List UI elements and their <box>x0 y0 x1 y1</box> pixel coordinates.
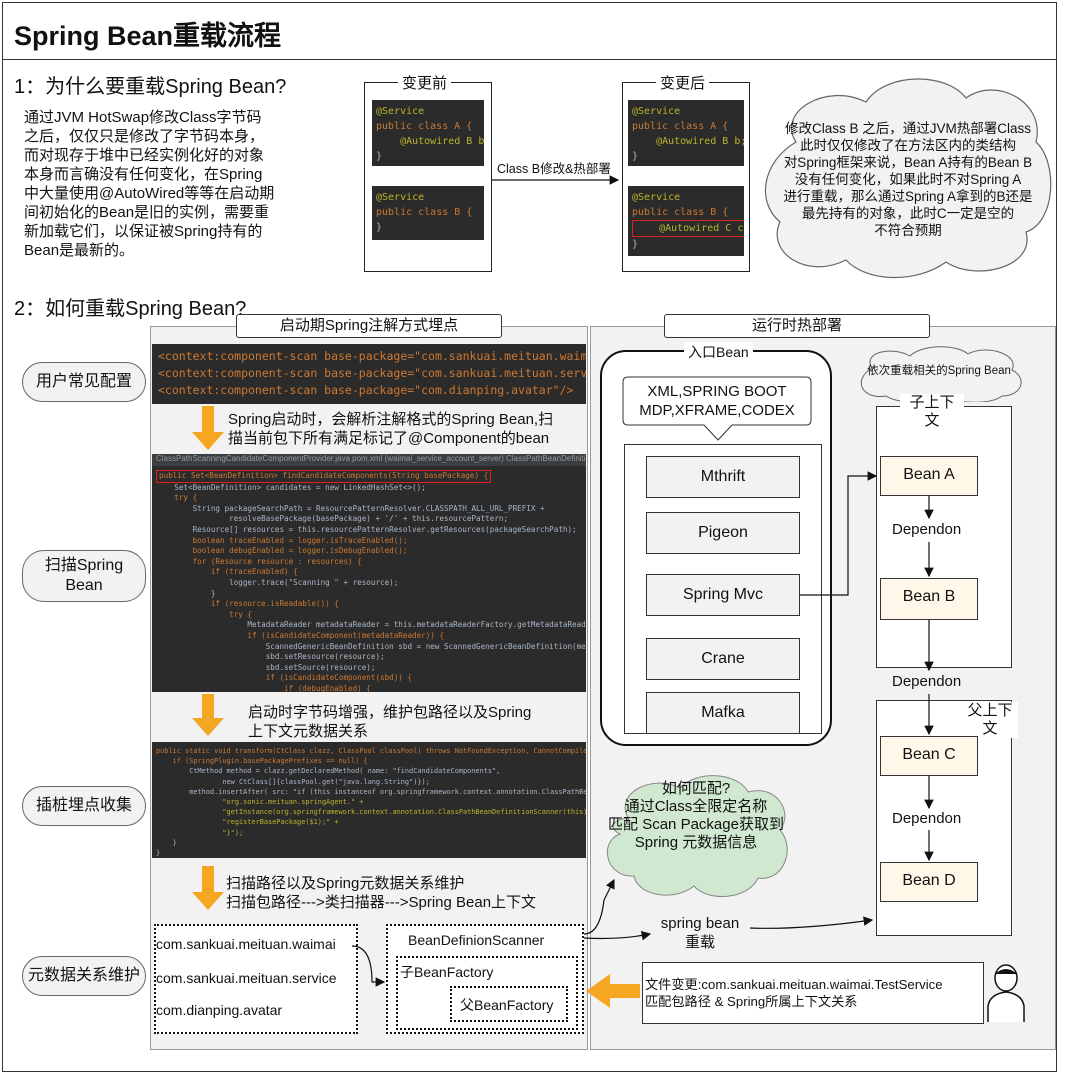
scanner-to-reload-arrow <box>583 930 652 941</box>
down-arrow-icon <box>192 406 224 910</box>
parent-bean-factory-box <box>450 986 568 1022</box>
section1-heading: 1：为什么要重载Spring Bean? <box>14 76 287 98</box>
ide-tab-bar: ClassPathScanningCandidateComponentProvi… <box>152 454 586 466</box>
code-before-class-a: @Service public class A { @Autowired B b… <box>372 100 484 166</box>
label-scan-spring-bean: 扫描Spring Bean <box>22 550 146 602</box>
code-after-class-b: @Service public class B { @Autowired C c… <box>628 186 744 256</box>
startup-panel-title: 启动期Spring注解方式埋点 <box>236 314 502 338</box>
dependon-c-d: Dependon <box>892 810 962 827</box>
explanation-cloud-text: 修改Class B 之后，通过JVM热部署Class 此时仅仅修改了在方法区内的… <box>783 121 1033 238</box>
framework-spring-mvc: Spring Mvc <box>646 574 800 616</box>
page-title: Spring Bean重载流程 <box>14 21 282 51</box>
component-scan-config: <context:component-scan base-package="co… <box>152 344 586 404</box>
runtime-panel-title: 运行时热部署 <box>664 314 930 338</box>
step2-text: 启动时字节码增强，维护包路径以及Spring 上下文元数据关系 <box>248 704 532 740</box>
match-cloud-shape <box>606 775 788 897</box>
title-bar <box>2 2 1057 60</box>
package-to-scanner-arrow <box>351 945 386 987</box>
bean-a: Bean A <box>880 456 978 496</box>
reload-cloud-shape <box>860 346 1022 402</box>
framework-mafka: Mafka <box>646 692 800 734</box>
reload-to-context-arrow <box>749 916 874 929</box>
package-service: com.sankuai.meituan.service <box>156 970 337 986</box>
file-change-box <box>642 962 984 1024</box>
bean-definition-scanner-label: BeanDefinionScanner <box>408 932 545 948</box>
bean-d: Bean D <box>880 862 978 902</box>
dependon-b-c: Dependon <box>892 673 962 690</box>
package-avatar: com.dianping.avatar <box>156 1002 283 1018</box>
transform-code: public static void transform(CtClass cla… <box>152 742 586 858</box>
new-autowired-highlight: @Autowired C c; <box>632 220 744 237</box>
label-metadata-maint: 元数据关系维护 <box>22 956 146 996</box>
package-waimai: com.sankuai.meituan.waimai <box>156 936 336 952</box>
step1-text: Spring启动时，会解析注解格式的Spring Bean,扫 描当前包下所有满… <box>228 411 554 447</box>
hot-deploy-arrow-label: Class B修改&热部署 <box>497 162 611 176</box>
section1-paragraph: 通过JVM HotSwap修改Class字节码 之后，仅仅只是修改了字节码本身，… <box>24 109 275 259</box>
before-label: 变更前 <box>398 72 452 93</box>
dependon-a-b: Dependon <box>892 521 962 538</box>
code-after-class-a: @Service public class A { @Autowired B b… <box>628 100 744 166</box>
bean-c: Bean C <box>880 736 978 776</box>
frameworks-callout-shape <box>622 376 812 441</box>
match-cloud-text: 如何匹配? 通过Class全限定名称 匹配 Scan Package获取到 Sp… <box>608 780 784 851</box>
frameworks-callout-text: XML,SPRING BOOT MDP,XFRAME,CODEX <box>639 383 795 419</box>
bean-b: Bean B <box>880 578 978 620</box>
parent-context-label: 父上下 文 <box>962 702 1018 738</box>
spring-bean-reload-label: spring bean 重载 <box>660 915 740 951</box>
find-candidate-components-code: public Set<BeanDefinition> findCandidate… <box>152 466 586 692</box>
child-bean-factory-label: 子BeanFactory <box>400 964 494 980</box>
code-before-class-b: @Service public class B { } <box>372 186 484 240</box>
explanation-cloud-shape <box>765 78 1052 279</box>
after-label: 变更后 <box>656 72 710 93</box>
entry-bean-title: 入口Bean <box>684 342 753 362</box>
framework-crane: Crane <box>646 638 800 680</box>
framework-pigeon: Pigeon <box>646 512 800 554</box>
framework-mthrift: Mthrift <box>646 456 800 498</box>
spring-mvc-to-bean-a-arrow <box>800 471 878 596</box>
package-list-box <box>154 924 358 1034</box>
reload-cloud-text: 依次重载相关的Spring Bean <box>867 365 1011 377</box>
parent-bean-factory-label: 父BeanFactory <box>460 997 554 1013</box>
step3-text: 扫描路径以及Spring元数据关系维护 扫描包路径--->类扫描器--->Spr… <box>226 875 537 911</box>
section2-heading: 2：如何重载Spring Bean? <box>14 298 247 320</box>
person-icon <box>987 964 1025 1022</box>
file-change-text: 文件变更:com.sankuai.meituan.waimai.TestServ… <box>645 977 943 1009</box>
label-common-config: 用户常见配置 <box>22 362 146 402</box>
label-stub-collect: 插桩埋点收集 <box>22 786 146 826</box>
scanner-to-match-arrow <box>583 878 615 935</box>
left-arrow-icon <box>586 974 640 1008</box>
child-context-label: 子上下 文 <box>900 394 964 430</box>
